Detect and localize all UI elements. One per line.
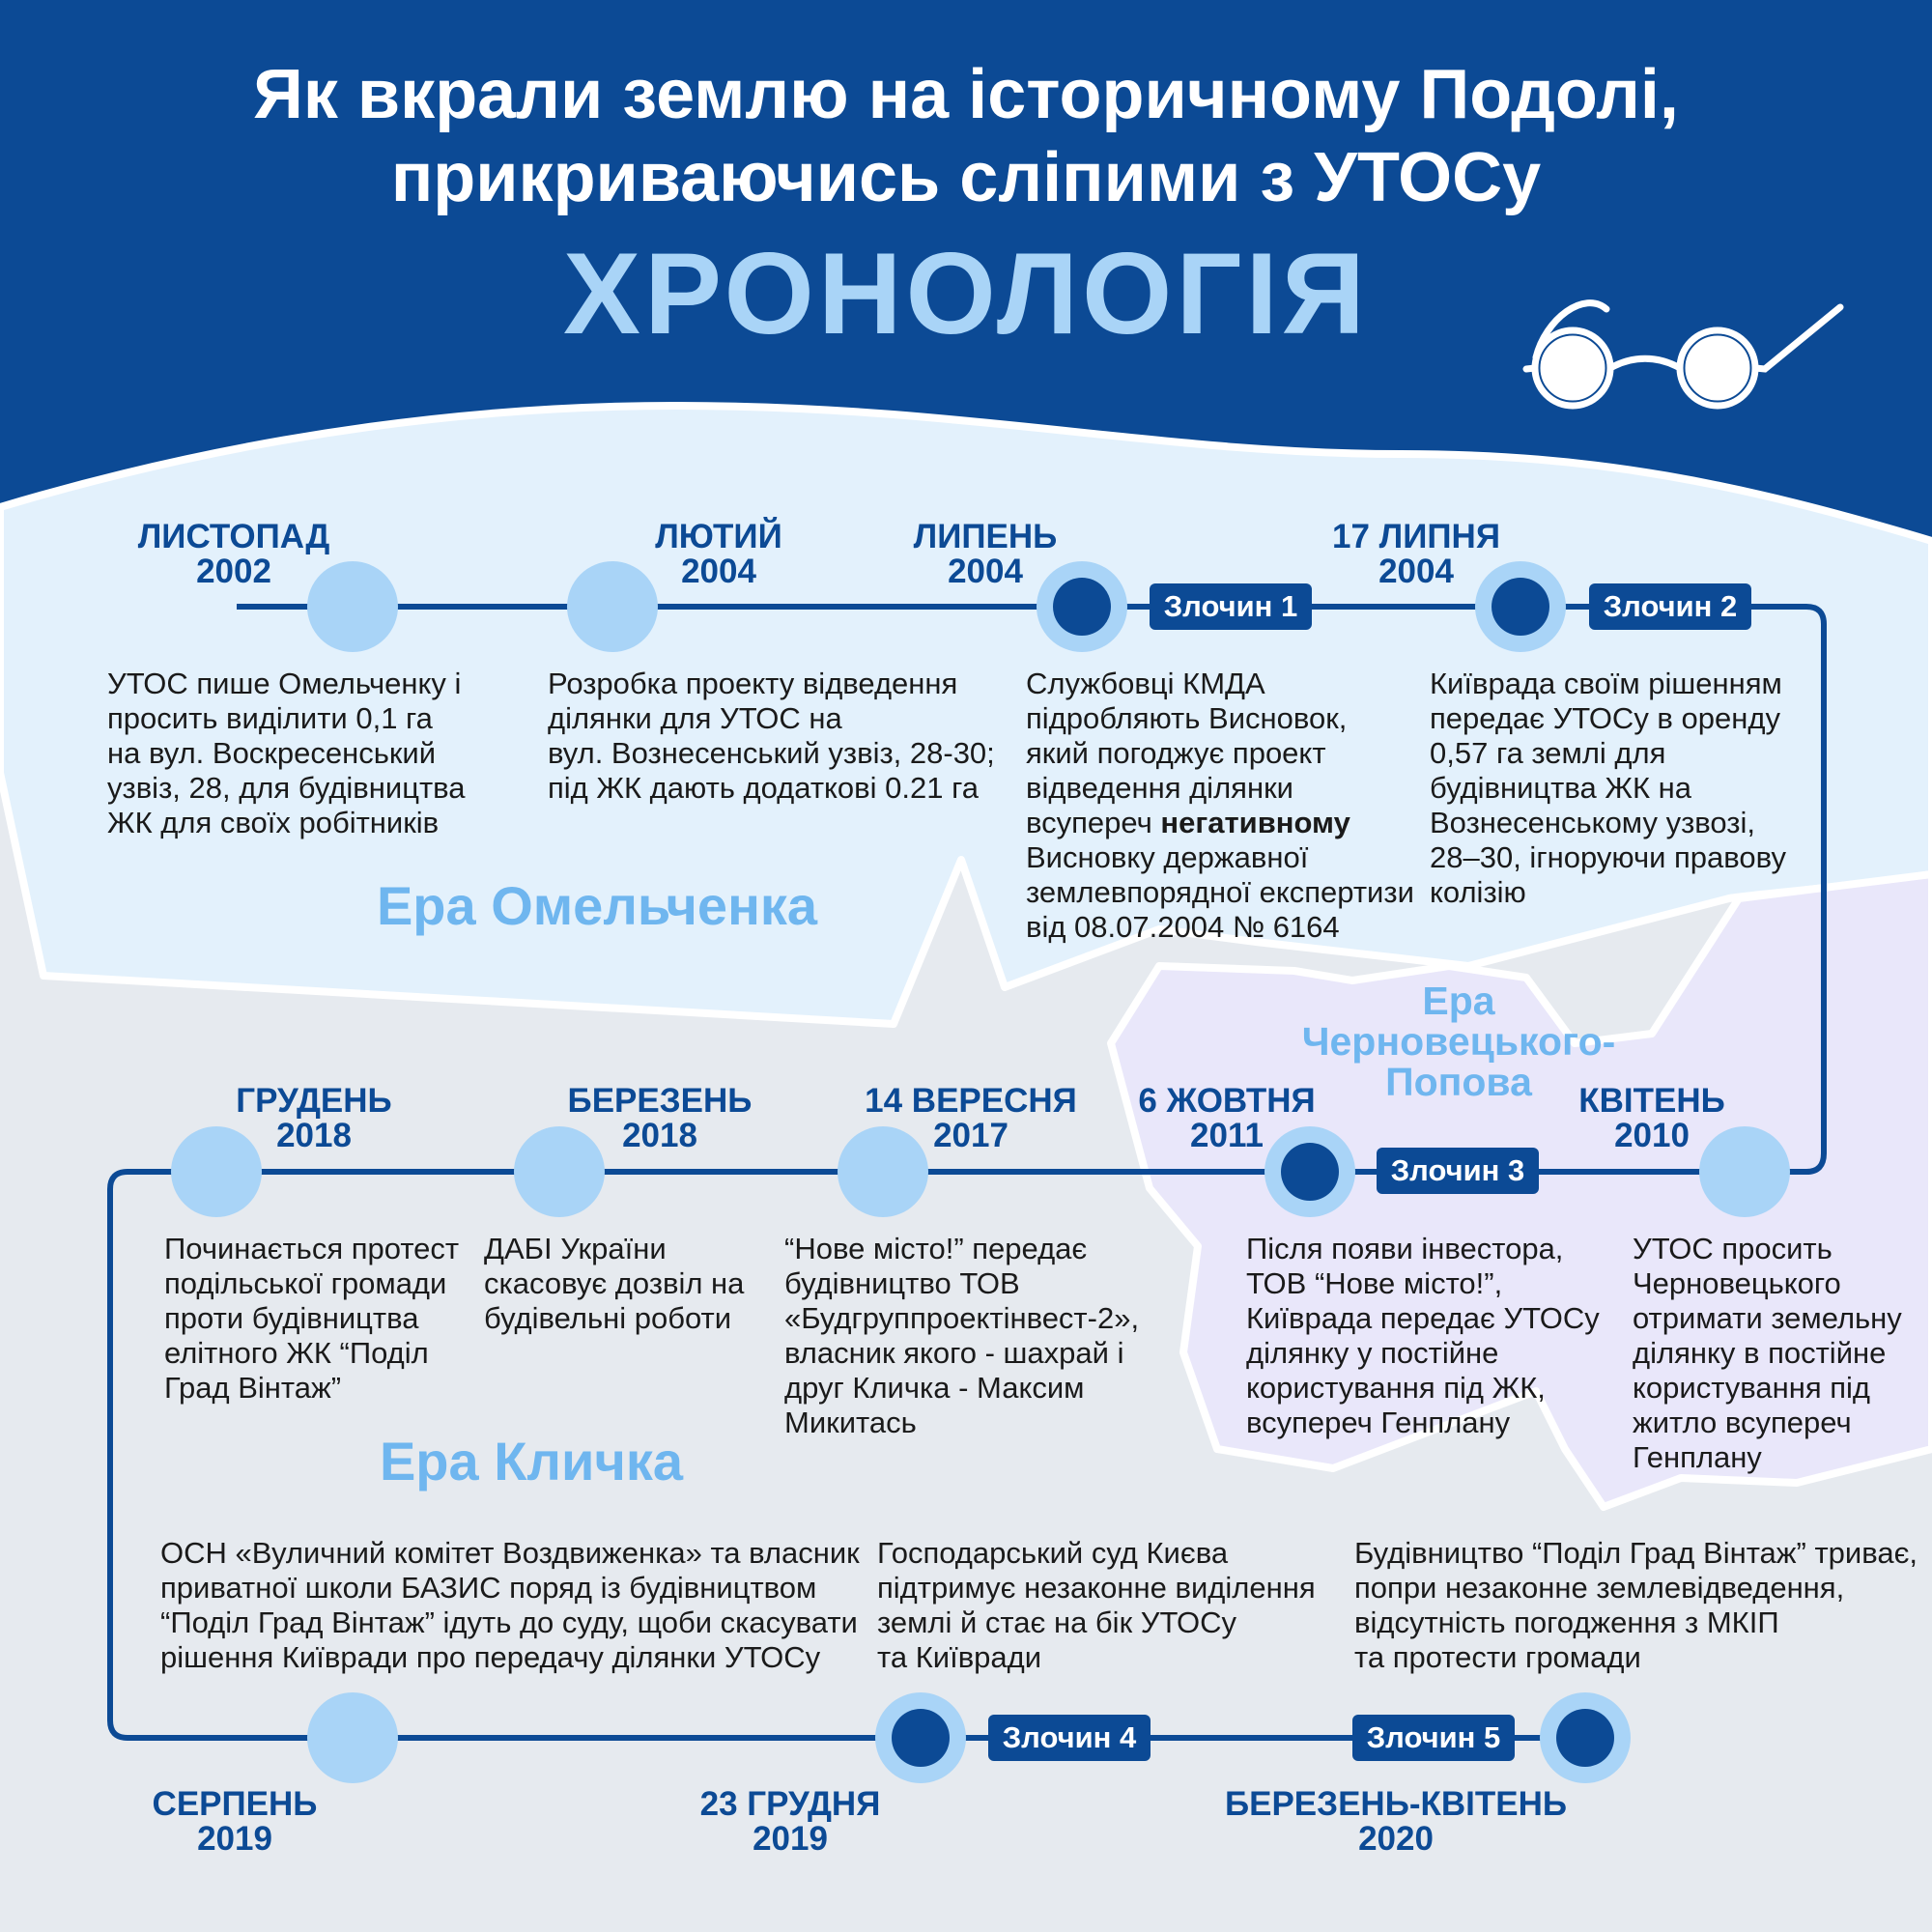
node-dark [875, 1692, 966, 1783]
title-line-1: Як вкрали землю на історичному Подолі, [253, 56, 1679, 133]
node-light [1699, 1126, 1790, 1217]
node-light [307, 1692, 398, 1783]
era-klitschko-label: Ера Кличка [379, 1431, 684, 1492]
event-description: ОСН «Вуличний комітет Воздвиженка» та вл… [160, 1536, 860, 1674]
crime-badge: Злочин 4 [988, 1715, 1151, 1761]
node-dark [1264, 1126, 1355, 1217]
node-dark [1540, 1692, 1631, 1783]
node-dark [1037, 561, 1127, 652]
node-dark [1475, 561, 1566, 652]
node-light [514, 1126, 605, 1217]
era-chernovetsky-label-3: Попова [1385, 1060, 1532, 1104]
node-light [838, 1126, 928, 1217]
glasses-icon [1522, 299, 1844, 410]
crime-badge: Злочин 5 [1352, 1715, 1515, 1761]
subtitle: ХРОНОЛОГІЯ [562, 229, 1369, 358]
era-chernovetsky-label-2: Черновецького- [1301, 1019, 1616, 1064]
node-light [307, 561, 398, 652]
node-light [171, 1126, 262, 1217]
era-omelchenko-label: Ера Омельченка [376, 875, 818, 936]
node-light [567, 561, 658, 652]
crime-badge: Злочин 2 [1589, 583, 1751, 630]
timeline-path [107, 604, 1827, 1741]
crime-badge: Злочин 3 [1377, 1148, 1539, 1194]
event-description: Будівництво “Поділ Град Вінтаж” триває,п… [1354, 1536, 1918, 1674]
title-line-2: прикриваючись сліпими з УТОСу [390, 139, 1542, 216]
event-description: Після появи інвестора,ТОВ “Нове місто!”,… [1246, 1232, 1600, 1439]
header-band [0, 0, 1932, 541]
era-chernovetsky-label-1: Ера [1422, 979, 1495, 1023]
crime-badge: Злочин 1 [1150, 583, 1312, 630]
